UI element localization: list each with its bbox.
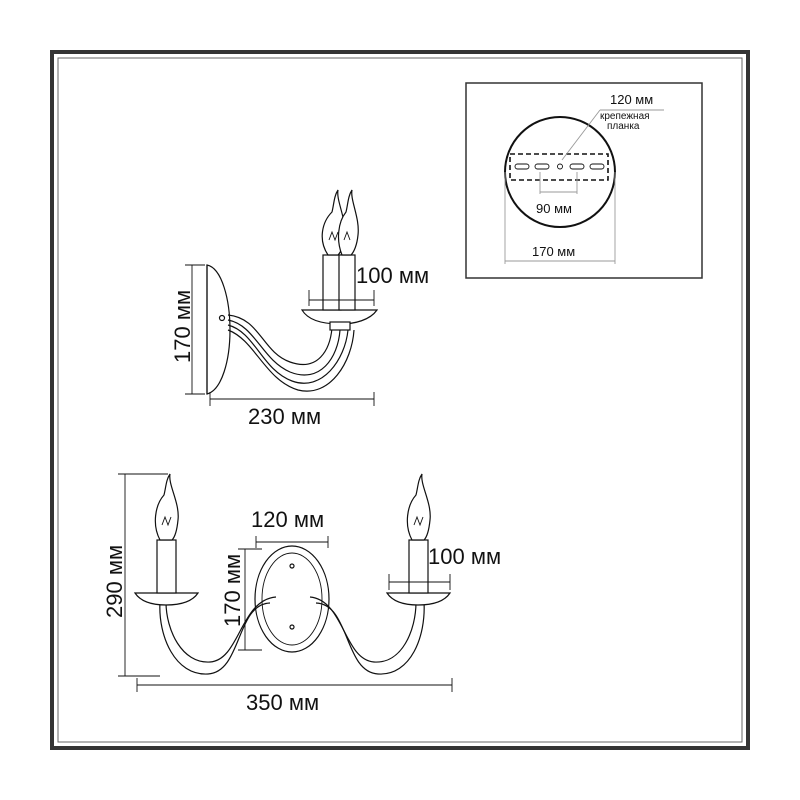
right-bulb-filament xyxy=(413,515,424,527)
front-dim-arm-height: 170 мм xyxy=(220,554,245,627)
front-view: 290 мм 170 мм 120 мм 100 мм 350 мм xyxy=(102,473,501,715)
mount-label-1: крепежная xyxy=(600,111,650,122)
bulb-filament xyxy=(328,230,339,242)
bulb-flame xyxy=(337,189,359,256)
left-drip-pan xyxy=(133,592,200,606)
mounting-plate-inset: 120 мм крепежная планка 90 мм 170 мм xyxy=(465,82,703,279)
arm-curve xyxy=(227,319,341,376)
screw-head xyxy=(218,314,226,322)
mounting-strip xyxy=(509,153,609,181)
side-dim-width: 230 мм xyxy=(248,404,321,429)
left-candle-sleeve xyxy=(156,539,177,594)
mount-slot xyxy=(534,163,550,170)
wall-plate-inner xyxy=(261,552,323,646)
side-view: 100 мм 170 мм 230 мм xyxy=(170,189,429,429)
arm-curve xyxy=(227,329,355,392)
arm-curve xyxy=(227,324,349,384)
candle-sleeve xyxy=(338,254,356,311)
right-arm xyxy=(315,601,425,675)
side-dim-height: 170 мм xyxy=(170,290,195,363)
left-bulb-flame xyxy=(154,473,179,541)
front-dim-plate: 120 мм xyxy=(251,507,324,532)
plate-screw xyxy=(289,624,295,630)
inset-dim-90: 90 мм xyxy=(536,201,572,216)
left-arm xyxy=(159,601,271,675)
inset-dim-170: 170 мм xyxy=(532,244,575,259)
wall-plate-outer xyxy=(254,545,330,653)
mount-slot xyxy=(514,163,530,170)
mount-slot xyxy=(589,163,605,170)
front-dim-total-height: 290 мм xyxy=(102,545,127,618)
candle-sleeve xyxy=(322,254,342,311)
mount-label-2: планка xyxy=(607,121,640,132)
bulb-filament xyxy=(343,230,351,241)
mount-center-hole xyxy=(557,163,563,170)
inner-frame xyxy=(57,57,743,743)
front-dim-width: 350 мм xyxy=(246,690,319,715)
side-dim-cup: 100 мм xyxy=(356,263,429,288)
wall-plate-side xyxy=(206,264,231,395)
right-candle-sleeve xyxy=(408,539,429,594)
right-arm xyxy=(309,596,417,663)
inset-dim-120: 120 мм xyxy=(610,92,653,107)
left-arm xyxy=(165,596,277,663)
cup-collar xyxy=(329,321,351,331)
front-dim-cup: 100 мм xyxy=(428,544,501,569)
left-bulb-filament xyxy=(161,515,172,527)
mount-slot xyxy=(569,163,585,170)
arm-curve xyxy=(227,314,333,365)
right-bulb-flame xyxy=(406,473,431,541)
inset-frame xyxy=(465,82,703,279)
plate-screw xyxy=(289,563,295,569)
right-drip-pan xyxy=(385,592,452,606)
leader-line xyxy=(561,109,601,161)
outer-frame xyxy=(50,50,750,750)
